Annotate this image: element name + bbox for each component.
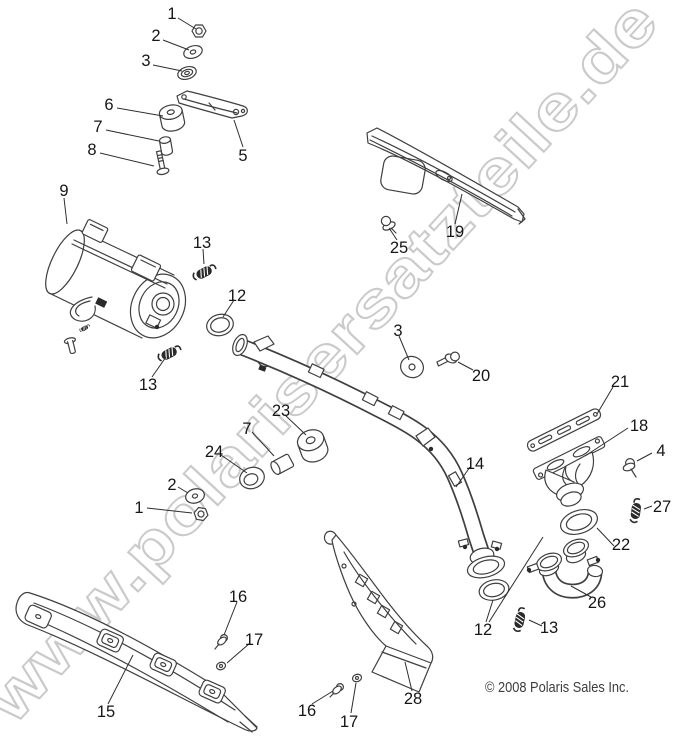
washer-part-17b-drawing xyxy=(351,673,363,683)
callout-label-22: 22 xyxy=(612,536,630,554)
callout-label-14: 14 xyxy=(466,455,484,473)
spring-part-10-drawing xyxy=(78,323,91,333)
callout-label-15: 15 xyxy=(97,703,115,721)
callout-label-13a: 13 xyxy=(193,234,211,252)
spring-part-13a-drawing xyxy=(190,261,218,283)
seal-part-22-drawing xyxy=(559,508,599,536)
callout-label-6: 6 xyxy=(104,96,113,114)
nut-part-1-drawing xyxy=(191,24,207,38)
gasket-part-21-drawing xyxy=(526,408,602,452)
callout-label-16b: 16 xyxy=(298,702,316,720)
muffler-part-9-drawing xyxy=(45,219,187,339)
callout-label-2b: 2 xyxy=(167,476,176,494)
screw-part-16a-drawing xyxy=(214,633,229,650)
callout-label-27: 27 xyxy=(653,498,671,516)
washer-part-3-drawing xyxy=(177,65,197,81)
bolt-part-25-drawing xyxy=(380,215,397,234)
callout-label-1b: 1 xyxy=(134,499,143,517)
callout-label-12a: 12 xyxy=(228,287,246,305)
callout-label-12b: 12 xyxy=(474,621,492,639)
callout-label-19: 19 xyxy=(446,223,464,241)
callout-label-7b: 7 xyxy=(242,420,251,438)
callout-label-24: 24 xyxy=(205,443,223,461)
bolt-part-8-drawing xyxy=(155,150,170,176)
callout-label-20: 20 xyxy=(472,367,490,385)
washer-part-3b-drawing xyxy=(400,355,424,379)
screw-part-16b-drawing xyxy=(329,682,345,698)
bracket-part-5-drawing xyxy=(176,90,248,119)
spacer-part-23-drawing xyxy=(296,429,329,463)
callout-label-16a: 16 xyxy=(229,588,247,606)
callout-label-26: 26 xyxy=(588,594,606,612)
callout-label-13c: 13 xyxy=(540,619,558,637)
plug-part-11-drawing xyxy=(63,337,76,355)
spring-part-13b-drawing xyxy=(155,342,183,364)
washer-part-2-drawing xyxy=(183,44,203,60)
callout-label-13b: 13 xyxy=(139,376,157,394)
clip-part-27-drawing xyxy=(628,497,643,524)
washer-part-17a-drawing xyxy=(215,661,227,671)
heat-shield-part-19-drawing xyxy=(366,127,526,225)
callout-label-8: 8 xyxy=(87,141,96,159)
crossover-pipe-part-26-drawing xyxy=(526,538,604,599)
callout-label-21: 21 xyxy=(611,373,629,391)
callout-label-28: 28 xyxy=(404,690,422,708)
seal-part-12a-drawing xyxy=(206,313,234,337)
spring-part-13c-drawing xyxy=(512,606,528,634)
nut-part-1b-drawing xyxy=(193,506,209,522)
copyright-text: © 2008 Polaris Sales Inc. xyxy=(485,679,629,696)
heat-shield-part-15-drawing xyxy=(15,591,258,733)
callout-leader-lines xyxy=(63,17,653,714)
washer-part-2b-drawing xyxy=(185,488,205,504)
callout-label-18: 18 xyxy=(630,417,648,435)
callout-label-17b: 17 xyxy=(340,713,358,731)
bushing-part-7b-drawing xyxy=(270,453,295,475)
callout-label-23: 23 xyxy=(272,402,290,420)
seal-part-12b-drawing xyxy=(478,579,510,601)
callout-label-3: 3 xyxy=(141,52,150,70)
callout-label-17a: 17 xyxy=(245,631,263,649)
callout-label-4: 4 xyxy=(656,442,665,460)
heat-shield-part-28-drawing xyxy=(323,530,434,693)
callout-label-3b: 3 xyxy=(393,322,402,340)
spacer-part-6-drawing xyxy=(158,104,186,132)
bolt-part-4-drawing xyxy=(622,458,637,478)
bolt-part-20-drawing xyxy=(436,351,461,367)
callout-label-25: 25 xyxy=(390,239,408,257)
callout-label-9: 9 xyxy=(59,182,68,200)
callout-label-2: 2 xyxy=(151,27,160,45)
callout-label-7: 7 xyxy=(93,118,102,136)
manifold-part-18-drawing xyxy=(532,436,606,507)
head-pipe-part-14-drawing xyxy=(232,333,506,579)
callout-label-1: 1 xyxy=(167,5,176,23)
callout-label-5: 5 xyxy=(238,147,247,165)
